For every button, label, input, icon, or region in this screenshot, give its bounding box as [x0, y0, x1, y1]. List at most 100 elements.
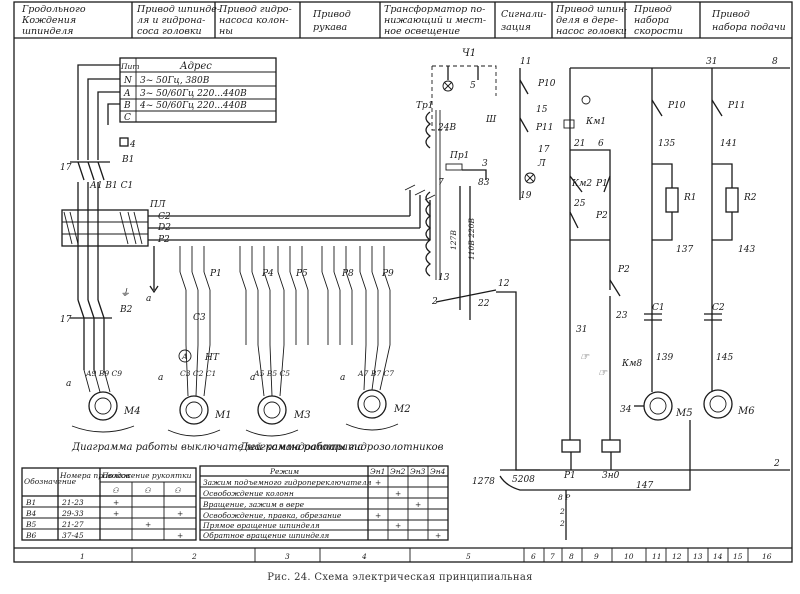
header-col-2-line-1: Привод шпинде- [136, 4, 220, 15]
node-21-label: 21 [573, 139, 585, 149]
resistor-r1-label: R1 [683, 193, 697, 203]
contact-p5-label: Р5 [295, 269, 308, 279]
node-1278-label: 1278 [472, 477, 495, 487]
motor-m4-icon [88, 391, 118, 421]
motor-m1-terminals: С3 С2 С1 [180, 369, 216, 378]
index-9: 9 [594, 552, 599, 561]
svg-text:a: a [340, 373, 345, 383]
svg-text:Л: Л [537, 159, 546, 169]
breaker-b1-label: В1 [121, 155, 134, 165]
node-11-label: 11 [520, 57, 531, 67]
node-19-label: 19 [520, 191, 532, 201]
svg-text:+: + [435, 531, 441, 540]
valve-col-4: Эн4 [430, 467, 446, 476]
valve-table: Режим Эн1 Эн2 Эн3 Эн4 Зажим подъемного г… [199, 465, 449, 541]
node-17-bottom: 17 [60, 315, 72, 325]
relay-p2-lower-label: Р2 [617, 265, 630, 275]
header-col-9-line-1: Привод [711, 9, 750, 20]
index-5: 5 [466, 552, 471, 561]
index-16: 16 [762, 552, 772, 561]
svg-text:7: 7 [438, 178, 444, 188]
switch-row-3-id: В5 [25, 520, 37, 529]
wire-127-label: 127В [449, 230, 458, 250]
ground-icon: ⏚ [120, 288, 130, 299]
header-col-8-line-2: набора [634, 15, 670, 26]
header-col-2-line-2: ля и гидрона- [137, 15, 205, 26]
switch-row-2-wires: 29-33 [61, 509, 84, 518]
valve-col-3: Эн3 [410, 467, 426, 476]
switch-row-1-wires: 21-23 [61, 498, 84, 507]
node-23-label: 23 [615, 311, 628, 321]
km1-label: Км1 [585, 117, 606, 127]
switch-table: Обозначение Номера проводов Положение ру… [21, 467, 197, 541]
switch-row-2-id: В4 [25, 509, 37, 518]
pushbutton-icon [581, 95, 591, 105]
svg-text:⚇: ⚇ [144, 486, 151, 495]
ht-label: НТ [204, 353, 220, 363]
header-col-6-line-1: Сигнали- [501, 9, 547, 20]
node-17-label: 17 [538, 145, 550, 155]
header-col-6-line-2: зация [501, 22, 531, 33]
index-7: 7 [550, 552, 555, 561]
switch-row-4-wires: 37-45 [62, 531, 84, 540]
node-137-label: 137 [676, 245, 693, 255]
resistor-r1-icon [665, 187, 679, 213]
terminal-block-pl: ПЛ С2 D2 P2 а [61, 184, 436, 304]
input-address-panel: Пит Адрес N 3~ 50Гц, 380В A 3~ 50/60Гц 2… [119, 57, 277, 123]
capacitor-c2-label: С2 [712, 303, 725, 313]
transformer-label: Тр1 [416, 101, 434, 111]
index-10: 10 [624, 552, 634, 561]
input-row-2-code: A [123, 89, 131, 99]
valve-table-header: Режим [269, 467, 299, 476]
header-col-7-line-2: деля в дере- [556, 15, 618, 26]
relay-p11-label: Р11 [727, 101, 746, 111]
resistor-r2-icon [725, 187, 739, 213]
node-31-top-label: 31 [706, 57, 717, 67]
control-column-3: Р10 135 R1 137 С1 139 M5 34 [620, 68, 697, 421]
svg-text:83: 83 [478, 178, 490, 188]
node-5208-label: 5208 [512, 475, 535, 485]
switch-row-2-pos-1: + [113, 509, 119, 518]
index-13: 13 [693, 552, 703, 561]
node-2-label: 2 [431, 297, 438, 307]
header-col-4-line-1: Привод [312, 9, 351, 20]
lamp-panel-label: Ч1 [462, 48, 476, 59]
motor-m1-icon [179, 395, 209, 425]
bus-label: Ш [485, 115, 497, 125]
svg-text:8 P: 8 P [558, 493, 571, 502]
valve-row-4: Освобождение, правка, обрезание [203, 511, 342, 520]
switch-table-header-2: Номера проводов [59, 471, 131, 480]
svg-text:+: + [395, 489, 401, 498]
valve-row-6: Обратное вращение шпинделя [203, 531, 329, 540]
motor-m5-label: M5 [675, 408, 693, 419]
hand-switch-icon: ☞ [580, 352, 590, 363]
main-supply-bus: 4 В1 17 А1 В1 С1 [60, 64, 136, 300]
header-col-1-line-3: шпинделя [22, 26, 73, 37]
transformer-section: Ч1 5 Тр1 24В Ш Пр1 7 3 83 13 2 127В 110В… [416, 48, 540, 471]
wire-110-220-label: 110В 220В [467, 217, 476, 260]
node-139-label: 139 [656, 353, 673, 363]
switch-row-1-pos-1: + [113, 498, 119, 507]
control-column-2: Км1 21 6 Км2 Р1 25 Р2 Р2 31 23 ☞ ☞ Км8 Р… [561, 68, 642, 481]
diagram-right-title: Диаграмма работы гидрозолотников [239, 442, 444, 453]
header-col-9-line-2: набора подачи [712, 22, 786, 33]
node-25-label: 25 [573, 199, 586, 209]
relay-p10-contact-label: Р10 [537, 79, 556, 89]
svg-text:2: 2 [559, 507, 565, 516]
switch-row-3-pos-2: + [145, 520, 151, 529]
capacitor-c1-label: С1 [652, 303, 665, 313]
node-34-label: 34 [620, 405, 632, 415]
header-col-3-line-3: ны [219, 26, 233, 37]
label-4: 4 [129, 140, 136, 150]
resistor-r2-label: R2 [743, 193, 757, 203]
input-row-1-code: N [123, 76, 133, 86]
figure-caption: Рис. 24. Схема электрическая принципиаль… [267, 572, 533, 583]
coil-p1-icon [561, 439, 581, 453]
fuse-icon [445, 163, 463, 171]
coil-3n-label: 3н0 [602, 471, 620, 481]
motor-m2-icon [357, 389, 387, 419]
header-col-8-line-3: скорости [634, 26, 683, 37]
node-13-label: 13 [438, 273, 450, 283]
switch-table-header-1: Обозначение [24, 477, 77, 486]
valve-col-1: Эн1 [370, 467, 385, 476]
